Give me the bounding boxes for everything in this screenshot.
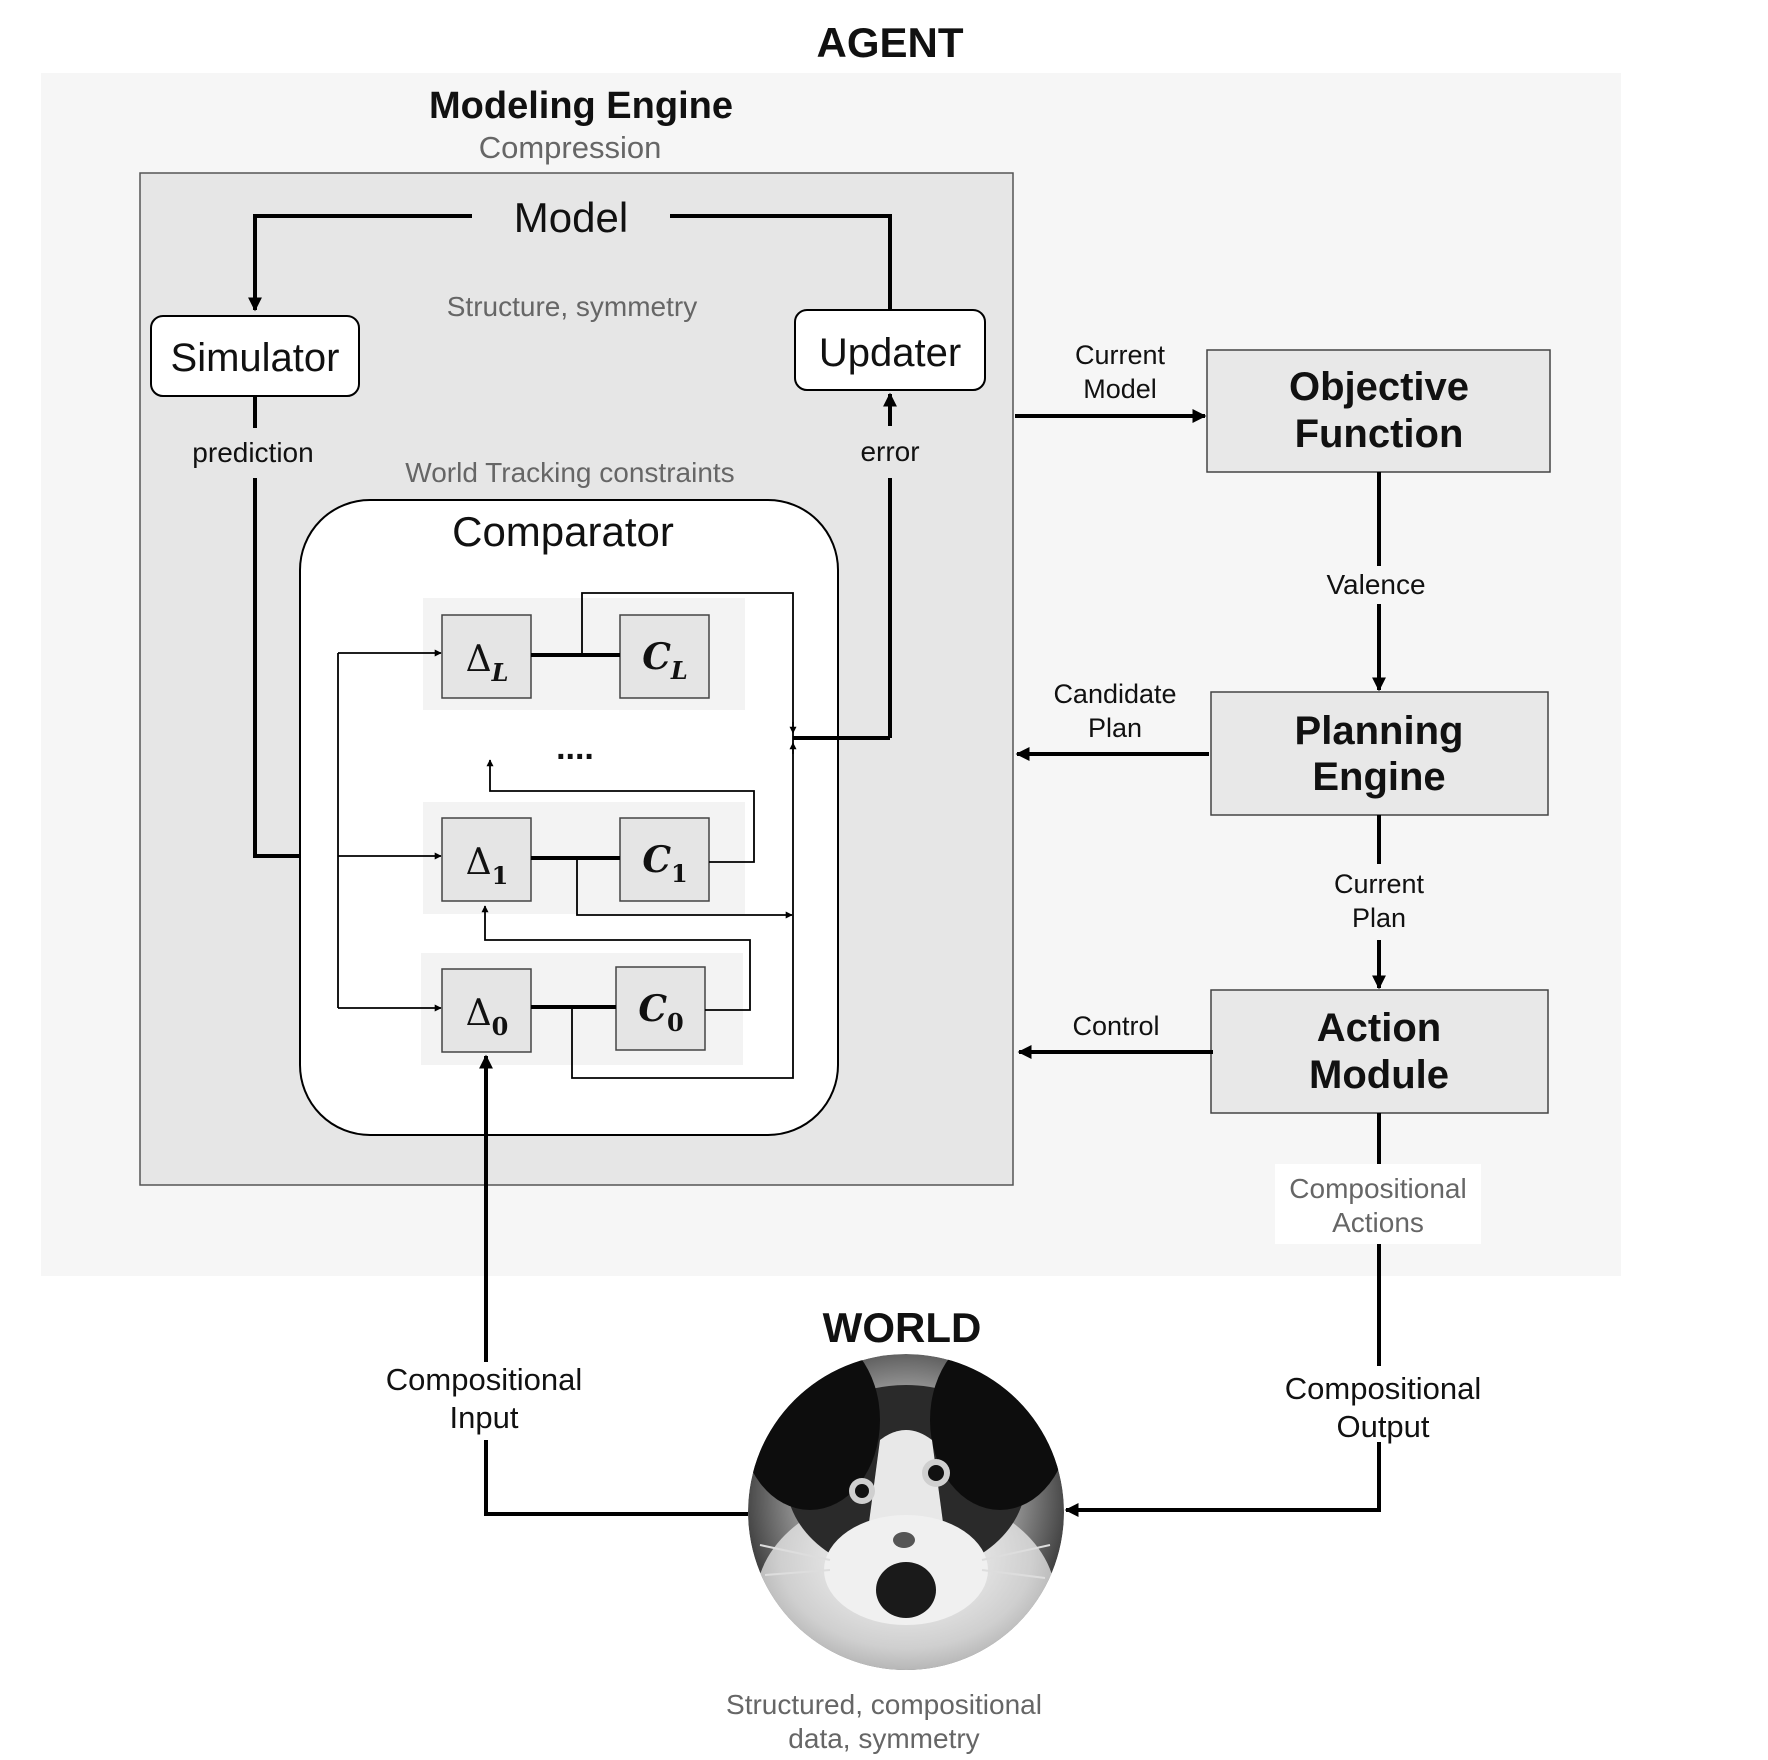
control-label: Control (1072, 1011, 1159, 1041)
c-0-symbol: C0 (638, 988, 683, 1037)
world-tracking-label: World Tracking constraints (405, 457, 734, 488)
delta-0-symbol: Δ0 (466, 993, 509, 1041)
c1-to-upper-level-arrow (486, 759, 755, 863)
compositional-input-bg (370, 1362, 602, 1440)
world-title: WORLD (823, 1304, 982, 1351)
model-to-simulator-arrow (248, 214, 472, 312)
c0-to-delta1-arrow (481, 905, 751, 1011)
delta-1-symbol: Δ1 (466, 842, 509, 890)
c-L-symbol: CL (642, 636, 688, 685)
model-label: Model (514, 194, 628, 241)
output-to-world-arrow (1064, 1442, 1381, 1517)
agent-title: AGENT (817, 19, 964, 66)
error-label: error (860, 436, 919, 467)
modeling-engine-title: Modeling Engine (429, 85, 733, 127)
prediction-label: prediction (192, 437, 313, 468)
structure-label: Structure, symmetry (447, 291, 697, 322)
simulator-label: Simulator (171, 336, 340, 380)
updater-label: Updater (819, 331, 961, 375)
delta-L-box (441, 614, 532, 699)
c-0-box (615, 966, 706, 1051)
world-cat-image (748, 1354, 1064, 1670)
c-1-box (619, 817, 710, 902)
comparator-title: Comparator (452, 508, 674, 555)
delta-1-box (441, 817, 532, 902)
updater-box (794, 309, 986, 391)
modeling-engine-subtitle: Compression (479, 130, 662, 165)
world-to-comparator-arrow (479, 1054, 748, 1516)
valence-label: Valence (1326, 569, 1425, 600)
updater-to-model-line (670, 214, 892, 310)
action-module-box (1210, 989, 1549, 1114)
objective-function-box (1206, 349, 1551, 473)
error-collector-line (571, 592, 794, 1079)
levels-ellipsis: .... (556, 729, 594, 767)
delta-0-box (441, 968, 532, 1053)
c-1-symbol: C1 (642, 839, 687, 888)
c-L-box (619, 614, 710, 699)
compositional-actions-bg (1275, 1164, 1481, 1244)
level1-to-collector-arrow (576, 858, 793, 919)
delta-L-symbol: ΔL (466, 639, 509, 687)
